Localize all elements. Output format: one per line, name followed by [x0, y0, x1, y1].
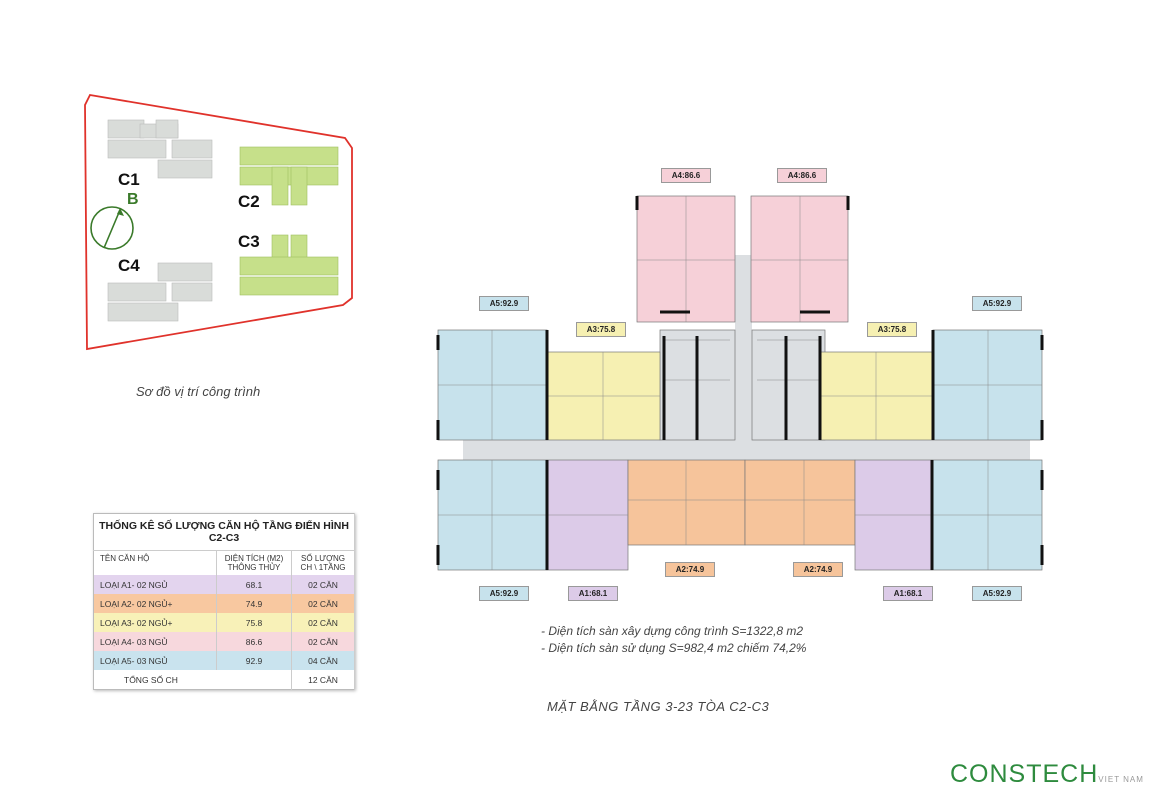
row-area: 68.1 [216, 575, 292, 594]
building-c3 [239, 234, 339, 296]
col-header-name: TÊN CĂN HỘ [93, 550, 217, 575]
row-name: LOẠI A2- 02 NGỦ+ [93, 594, 217, 613]
label-a2-right: A2:74.9 [793, 562, 843, 577]
building-c2 [239, 146, 339, 206]
unit-stats-table: THỐNG KÊ SỐ LƯỢNG CĂN HỘ TẦNG ĐIỂN HÌNH … [93, 513, 355, 690]
unit-a2-right [744, 459, 856, 546]
unit-a4-right [750, 195, 849, 323]
corridor [463, 440, 1030, 460]
brand-sub: VIET NAM [1098, 775, 1144, 784]
label-a5-bottom-left: A5:92.9 [479, 586, 529, 601]
core-right [751, 329, 826, 441]
row-count: 02 CĂN [291, 632, 355, 651]
building-label-c4: C4 [118, 256, 140, 275]
col-header-area: DIỆN TÍCH (M2) THÔNG THỦY [216, 550, 292, 575]
label-a2-left: A2:74.9 [665, 562, 715, 577]
row-name: LOẠI A3- 02 NGỦ+ [93, 613, 217, 632]
row-count: 02 CĂN [291, 594, 355, 613]
label-a3-right: A3:75.8 [867, 322, 917, 337]
building-label-c1: C1 [118, 170, 140, 189]
row-area: 75.8 [216, 613, 292, 632]
total-name: TỔNG SỐ CH [93, 670, 292, 690]
floor-plan-title: MẶT BẰNG TẦNG 3-23 TÒA C2-C3 [547, 699, 770, 714]
row-area: 86.6 [216, 632, 292, 651]
label-a1-left: A1:68.1 [568, 586, 618, 601]
label-a5-top-right: A5:92.9 [972, 296, 1022, 311]
site-boundary [84, 94, 353, 351]
central-corridor [735, 255, 752, 445]
row-count: 02 CĂN [291, 613, 355, 632]
label-a3-left: A3:75.8 [576, 322, 626, 337]
brand-logo: CONSTECHVIET NAM [950, 760, 1144, 789]
row-name: LOẠI A5- 03 NGỦ [93, 651, 217, 670]
col-header-count: SỐ LƯỢNG CH \ 1TẦNG [291, 550, 355, 575]
label-a4-left: A4:86.6 [661, 168, 711, 183]
row-name: LOẠI A4- 03 NGỦ [93, 632, 217, 651]
brand-name: CONSTECH [950, 760, 1099, 788]
label-a5-bottom-right: A5:92.9 [972, 586, 1022, 601]
building-label-c2: C2 [238, 192, 260, 211]
building-c1 [107, 119, 213, 179]
building-label-c3: C3 [238, 232, 260, 251]
building-c4 [107, 262, 213, 322]
table-title: THỐNG KÊ SỐ LƯỢNG CĂN HỘ TẦNG ĐIỂN HÌNH … [93, 513, 355, 551]
row-count: 04 CĂN [291, 651, 355, 670]
compass-icon [90, 206, 134, 250]
total-count: 12 CĂN [291, 670, 355, 690]
row-count: 02 CĂN [291, 575, 355, 594]
note-construction-area: - Diện tích sàn xây dựng công trình S=13… [541, 624, 804, 638]
row-name: LOẠI A1- 02 NGỦ [93, 575, 217, 594]
row-area: 92.9 [216, 651, 292, 670]
site-map-caption: Sơ đồ vị trí công trình [136, 384, 261, 399]
label-a4-right: A4:86.6 [777, 168, 827, 183]
unit-a2-left [627, 459, 746, 546]
structural-walls [436, 196, 1044, 570]
label-a1-right: A1:68.1 [883, 586, 933, 601]
row-area: 74.9 [216, 594, 292, 613]
compass-label: B [127, 191, 139, 208]
label-a5-top-left: A5:92.9 [479, 296, 529, 311]
note-usable-area: - Diện tích sàn sử dụng S=982,4 m2 chiếm… [541, 641, 807, 655]
